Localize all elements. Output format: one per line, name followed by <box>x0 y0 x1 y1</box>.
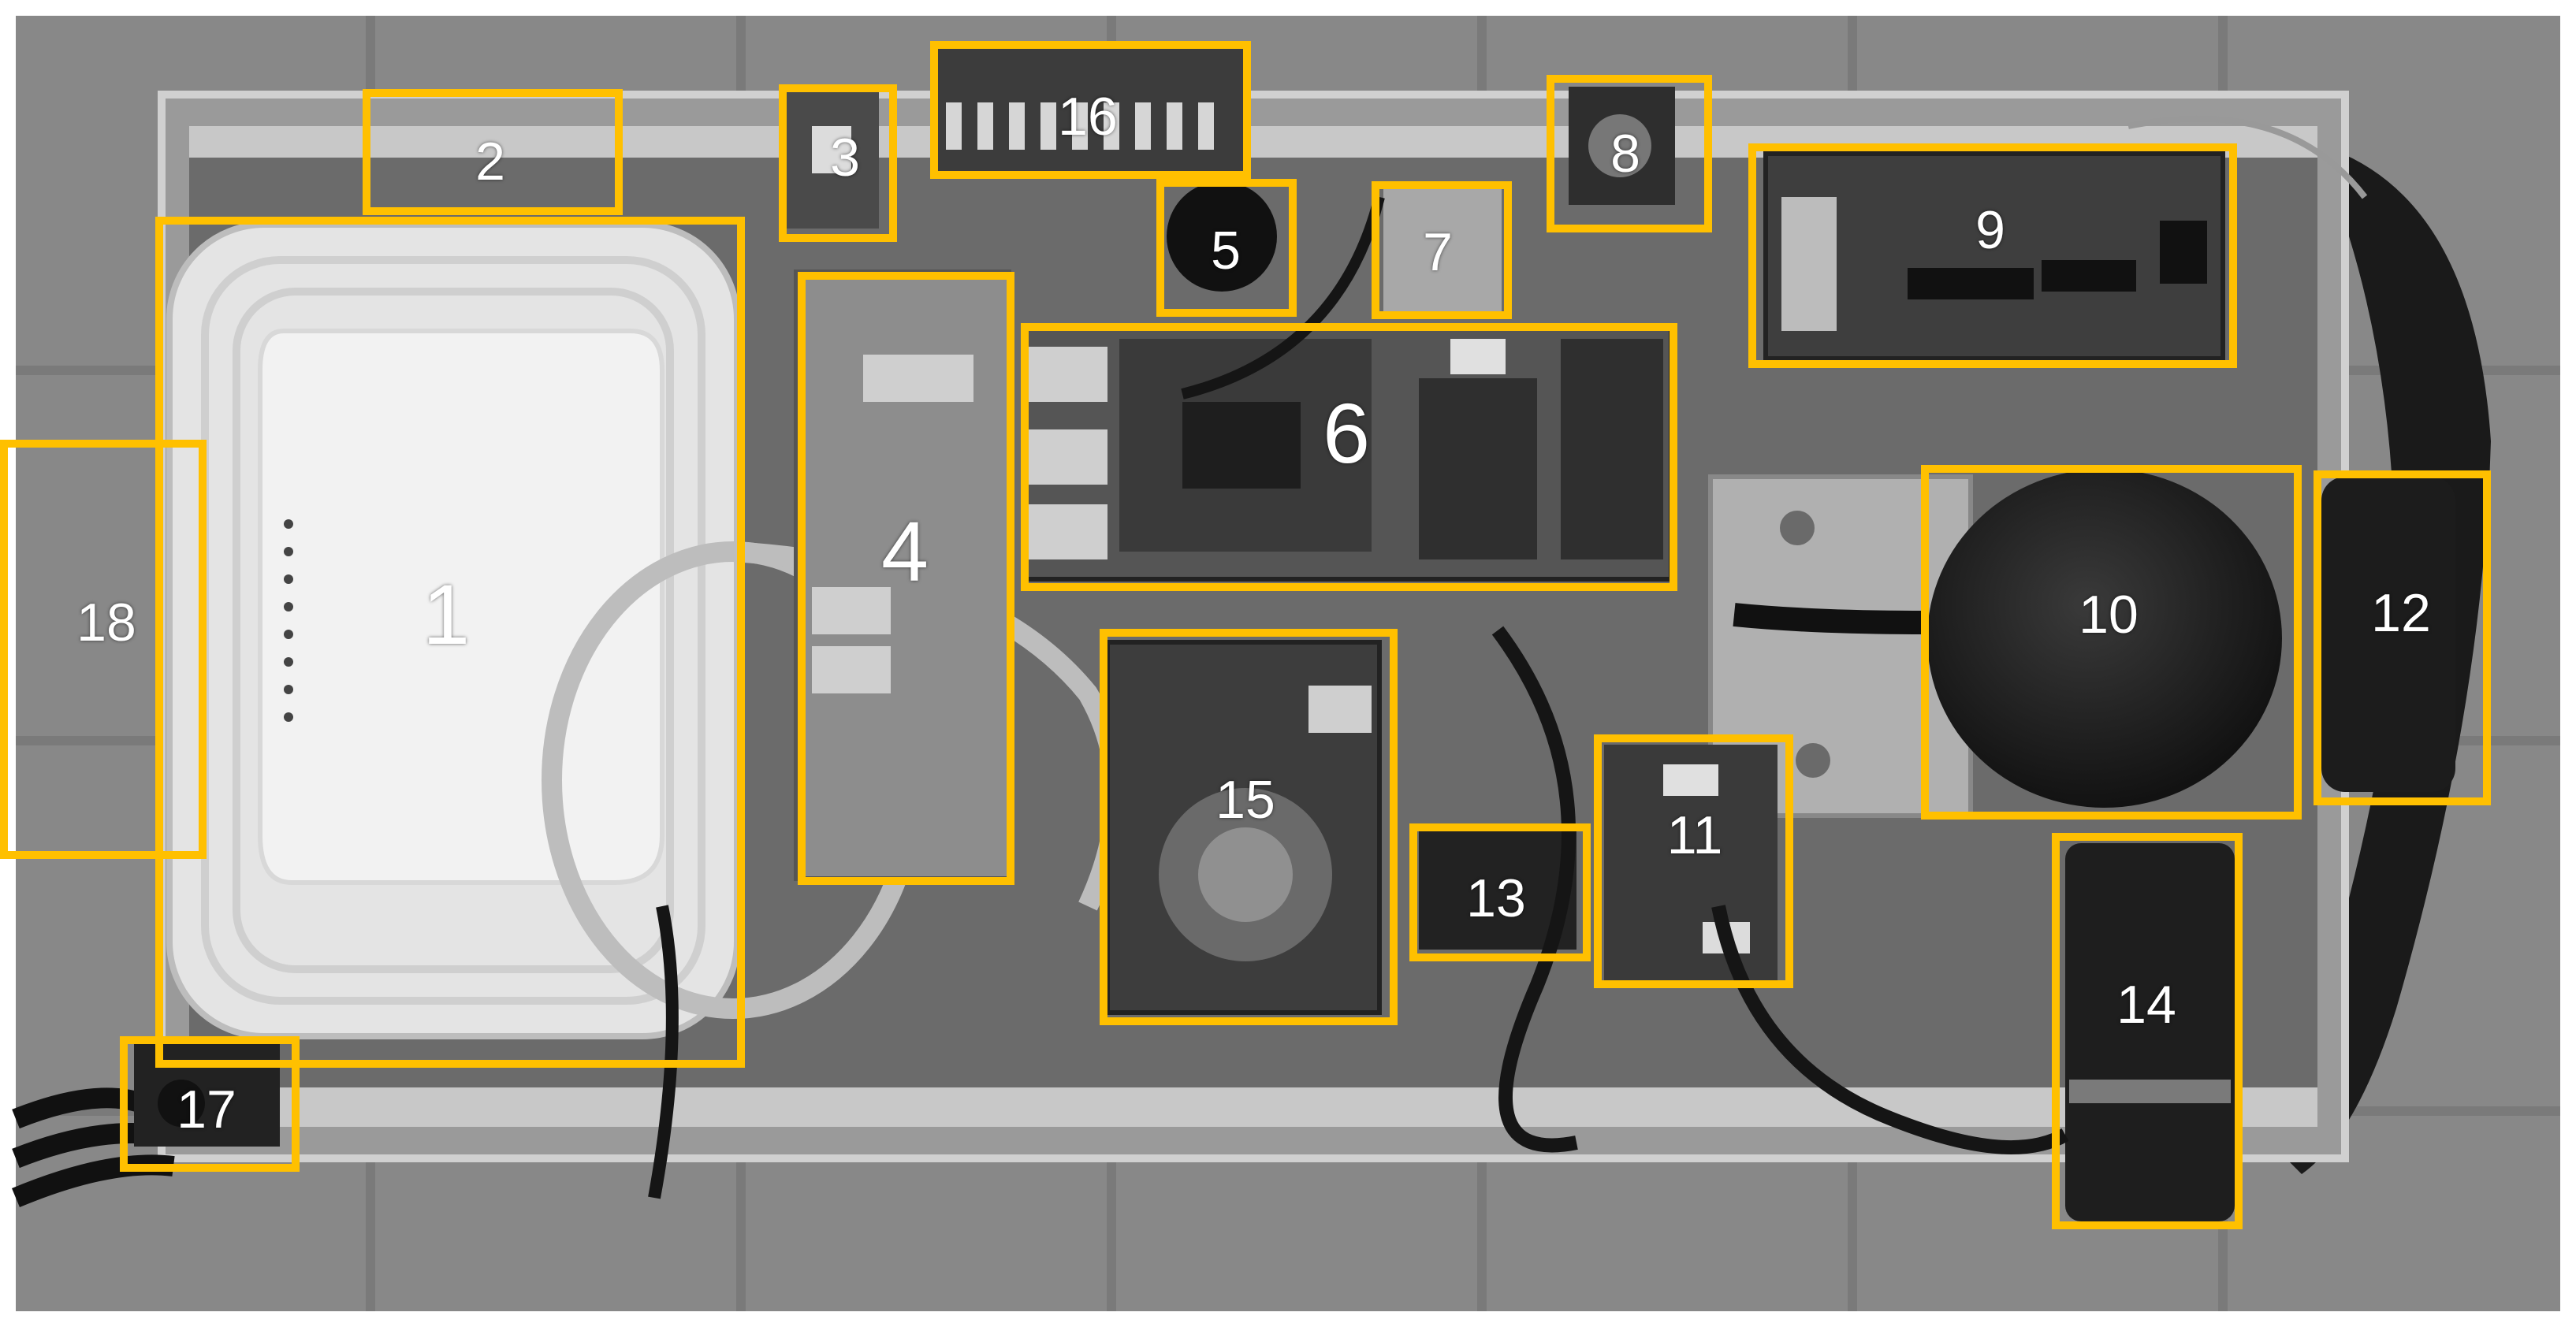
component-label-5: 5 <box>1211 221 1241 281</box>
component-label-6: 6 <box>1322 385 1371 481</box>
highlight-box-14 <box>2052 833 2243 1229</box>
highlight-box-9 <box>1748 143 2237 368</box>
highlight-box-2 <box>363 89 623 215</box>
component-label-7: 7 <box>1423 222 1453 282</box>
highlight-box-13 <box>1409 823 1591 961</box>
component-label-15: 15 <box>1215 770 1275 830</box>
component-label-12: 12 <box>2371 583 2431 643</box>
component-label-13: 13 <box>1466 868 1526 928</box>
highlight-box-11 <box>1594 734 1793 988</box>
highlight-box-8 <box>1547 75 1712 232</box>
component-5 <box>1167 181 1277 292</box>
component-14 <box>2065 843 2235 1221</box>
highlight-box-12 <box>2314 470 2491 805</box>
highlight-box-10 <box>1921 465 2302 820</box>
highlight-box-7 <box>1372 181 1512 319</box>
component-label-14: 14 <box>2116 975 2176 1035</box>
component-label-10: 10 <box>2079 585 2139 645</box>
highlight-box-16 <box>930 41 1251 179</box>
component-label-17: 17 <box>177 1080 236 1139</box>
highlight-box-3 <box>779 84 897 242</box>
component-label-2: 2 <box>475 132 505 191</box>
component-label-11: 11 <box>1666 805 1723 865</box>
highlight-box-6 <box>1021 323 1677 591</box>
right-bumper <box>2270 150 2491 1174</box>
highlight-box-4 <box>798 272 1014 885</box>
component-12 <box>2321 477 2455 792</box>
component-7 <box>1383 185 1502 311</box>
component-label-16: 16 <box>1058 87 1118 147</box>
highlight-box-1 <box>155 217 745 1068</box>
highlight-box-17 <box>120 1036 300 1172</box>
component-label-1: 1 <box>422 567 471 662</box>
component-label-8: 8 <box>1610 124 1640 184</box>
highlight-box-5 <box>1156 179 1297 317</box>
highlight-box-15 <box>1100 629 1398 1025</box>
component-label-3: 3 <box>830 128 860 188</box>
component-label-4: 4 <box>880 504 929 599</box>
board-9 <box>1763 151 2225 361</box>
component-label-18: 18 <box>76 593 136 652</box>
component-label-9: 9 <box>1975 200 2005 260</box>
highlight-box-18 <box>0 440 207 859</box>
gps-puck <box>1927 469 2282 808</box>
